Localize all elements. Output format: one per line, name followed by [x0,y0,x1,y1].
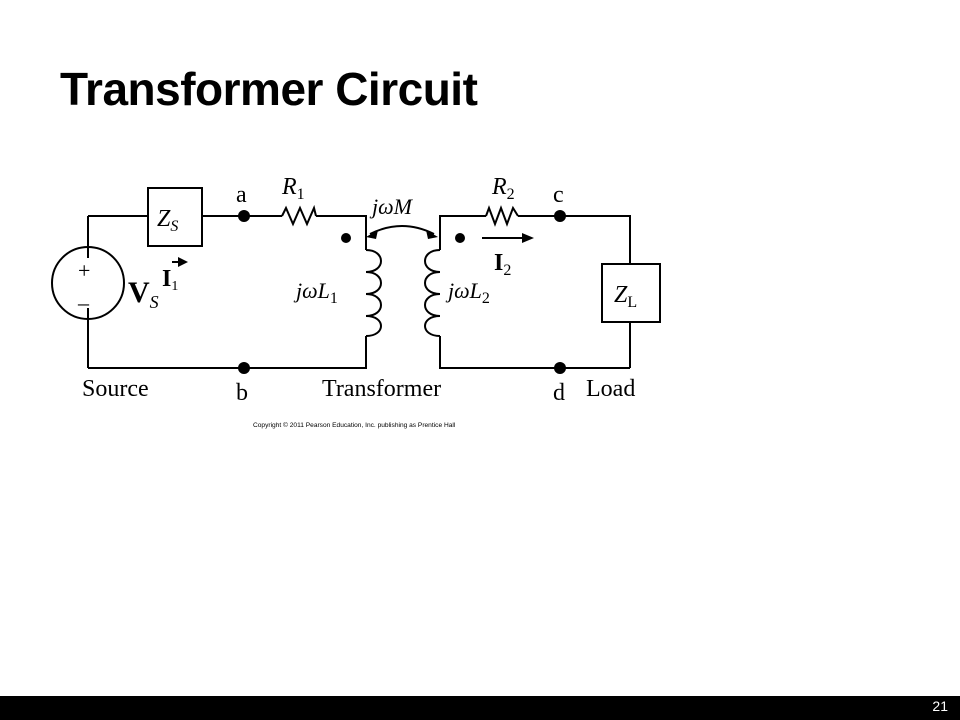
i2-label: I [494,250,503,276]
zl-impedance-box [601,263,661,323]
i1-subscript: 1 [171,279,178,294]
svg-text:jωL2: jωL2 [445,278,490,307]
primary-bottom-wire [88,336,367,369]
secondary-top-wire [439,215,631,264]
source-caption: Source [82,376,149,402]
voltage-source-icon [51,246,125,320]
mutual-coupling-arc [369,225,435,235]
svg-text:I1: I1 [162,266,178,294]
r2-label: R [491,174,507,200]
mutual-arrowhead-right [426,230,438,239]
node-a-label: a [236,182,247,208]
mutual-inductance-label: jωM [369,194,414,219]
l2-subscript: 2 [482,290,490,307]
transformer-caption: Transformer [322,376,441,402]
secondary-polarity-dot [455,233,465,243]
r2-resistor-icon [485,205,519,227]
page-number: 21 [932,698,948,714]
footer-bar: 21 [0,696,960,720]
zl-subscript: L [627,294,637,311]
primary-coil-icon [365,249,382,337]
r2-subscript: 2 [507,186,515,203]
secondary-bottom-wire [439,336,630,369]
secondary-coil-icon [424,249,441,337]
svg-text:VS: VS [128,276,159,312]
r1-subscript: 1 [297,186,305,203]
node-b-terminal [238,362,250,374]
svg-text:R1: R1 [281,174,305,203]
l2-label: jωL [445,278,482,303]
r1-label: R [281,174,297,200]
zl-label: Z [614,282,628,308]
i1-arrowhead [178,257,188,267]
svg-text:ZS: ZS [157,206,178,235]
i2-subscript: 2 [503,262,511,279]
zs-impedance-box [147,187,203,247]
source-plus-sign: + [78,258,90,283]
slide-title: Transformer Circuit [60,63,478,115]
i2-arrowhead [522,233,534,243]
source-minus-sign: – [77,290,90,315]
node-d-label: d [553,380,565,406]
zs-label: Z [157,206,171,232]
mutual-arrowhead-left [366,230,378,239]
l1-label: jωL [293,278,330,303]
vs-label: V [128,276,150,309]
zs-subscript: S [170,218,178,235]
node-c-label: c [553,182,564,208]
svg-text:ZL: ZL [614,282,637,311]
node-c-terminal [554,210,566,222]
copyright-notice: Copyright © 2011 Pearson Education, Inc.… [253,421,456,429]
r1-resistor-icon [281,204,317,227]
i1-label: I [162,266,171,292]
primary-polarity-dot [341,233,351,243]
node-a-terminal [238,210,250,222]
svg-text:R2: R2 [491,174,515,203]
node-d-terminal [554,362,566,374]
primary-top-wire [88,215,367,250]
load-caption: Load [586,376,635,402]
transformer-circuit-diagram: + – ZS VS I1 a b c d R1 R2 jωM jωL1 jωL2… [51,174,661,429]
svg-text:jωL1: jωL1 [293,278,338,307]
vs-subscript: S [150,292,159,312]
l1-subscript: 1 [330,290,338,307]
node-b-label: b [236,380,248,406]
svg-text:I2: I2 [494,250,511,279]
